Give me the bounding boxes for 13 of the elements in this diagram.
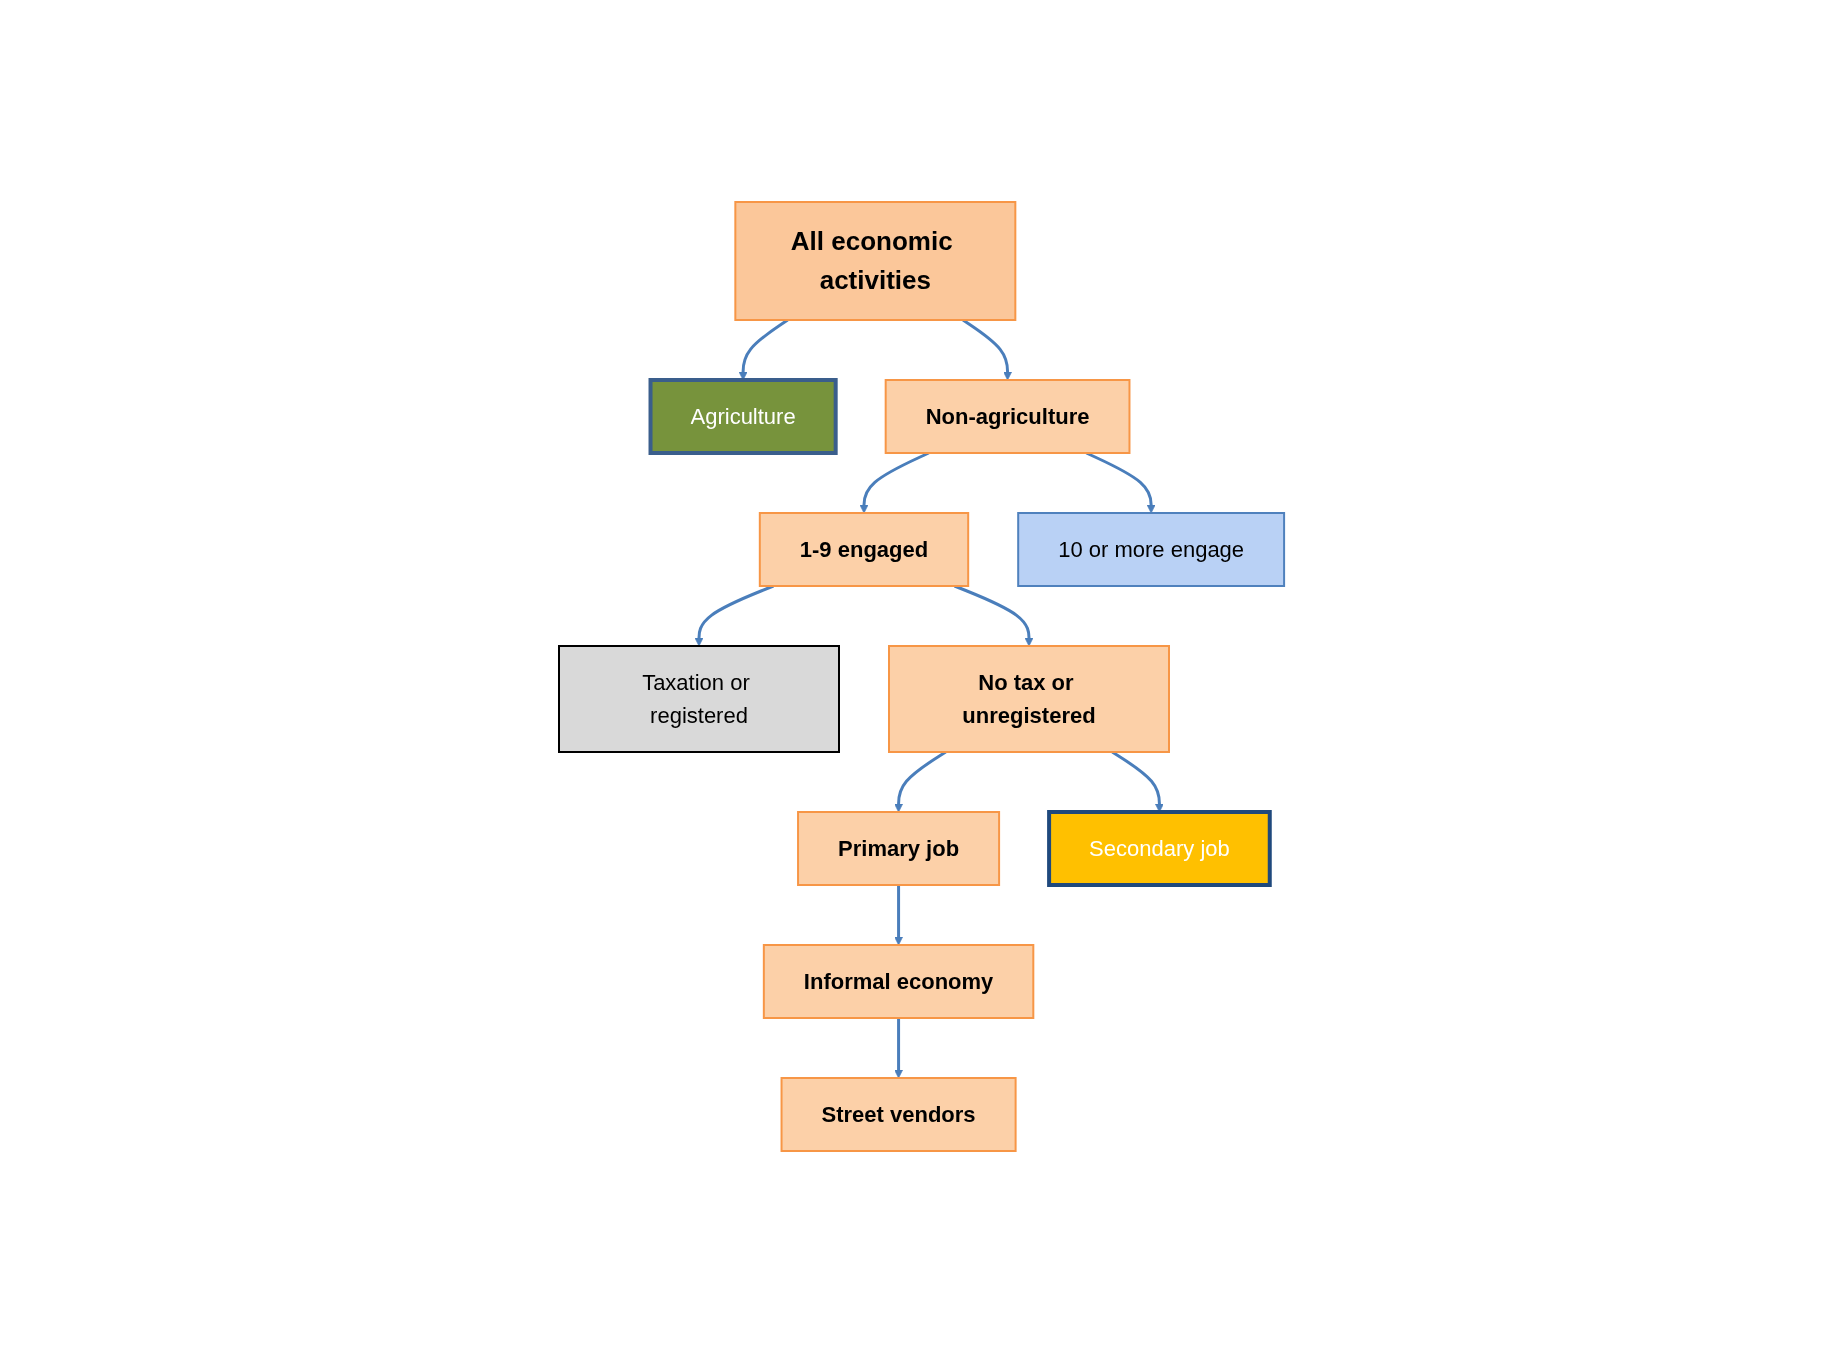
node-box: Taxation or registered — [558, 645, 841, 753]
arrow — [894, 1018, 904, 1079]
node-box: All economic activities — [734, 201, 1017, 321]
node-box: Secondary job — [1047, 810, 1273, 887]
node-box: Non-agriculture — [885, 379, 1131, 454]
node-box: Agriculture — [648, 378, 839, 455]
node-box: Informal economy — [763, 944, 1035, 1019]
arrow — [894, 885, 904, 946]
node-box: Street vendors — [781, 1077, 1018, 1152]
node-box: 1-9 engaged — [759, 512, 970, 587]
node-box: No tax or unregistered — [888, 645, 1171, 753]
node-box: 10 or more engage — [1017, 512, 1286, 587]
node-box: Primary job — [797, 811, 1001, 886]
